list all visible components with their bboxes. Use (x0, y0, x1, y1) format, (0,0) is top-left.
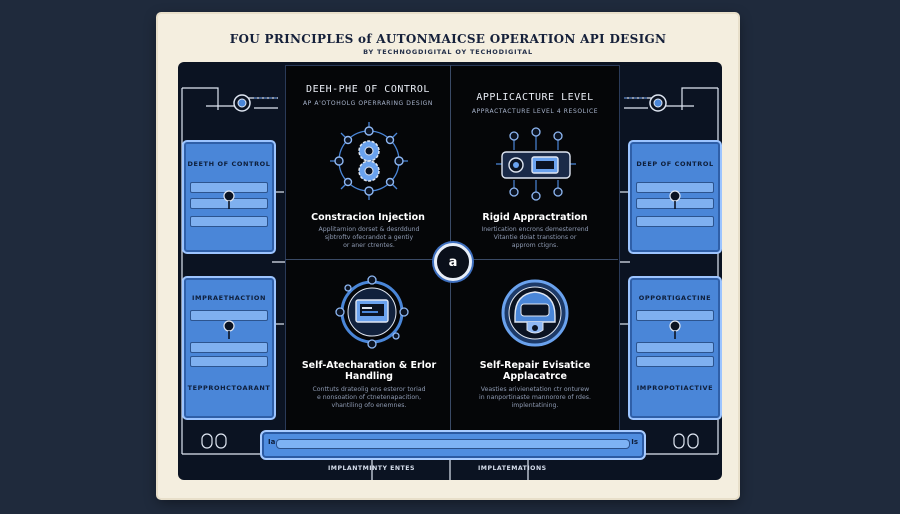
gear-cluster-icon (330, 122, 408, 200)
quadrant-1-subheading: AP A'OTOHOLG OPERRARING DESIGN (302, 100, 434, 107)
connector-node-icon (233, 94, 251, 112)
quadrant-2-title: Rigid Appractration (482, 212, 588, 223)
connector-node-icon (223, 320, 235, 339)
quadrant-1-description: Applitarnion dorset & desrddund sjbtroft… (318, 226, 420, 249)
poster-title: FOU PRINCIPLES of AUTONMAICSE OPERATION … (229, 32, 667, 46)
connector-node-icon (649, 94, 667, 112)
quadrant-2-subheading: APPRACTACTURE LEVEL 4 RESOLICE (471, 108, 599, 115)
side-panel-left-top: DEETH OF CONTROL (182, 140, 276, 254)
quadrant-3-description: Conttuts drateolig ens esteror toriad e … (312, 386, 426, 409)
bottom-label-right: IMPLATEMATIONS (478, 465, 547, 472)
quadrant-4-title: Self-Repair Evisatice Applacatrce (479, 360, 591, 382)
central-hub-icon: a (434, 243, 472, 281)
quadrant-2-description: Inertication encrons demesterrend Vitant… (481, 226, 589, 249)
workflow-nodes-icon (496, 127, 576, 201)
bar-end-left: Ia (268, 438, 276, 446)
lock-node-icon (335, 275, 409, 349)
monitor-icon (531, 156, 559, 174)
panel-row (190, 356, 268, 367)
helmet-shield-icon (501, 279, 569, 347)
quadrant-1-heading: DEEH-PHE OF CONTROL (306, 84, 430, 95)
quadrant-4-description: Veasties arivienetation ctr onturew in n… (479, 386, 591, 409)
panel-row (190, 342, 268, 353)
side-panel-right-bottom: OPPORTIGACTINE IMPROPOTIACTIVE (628, 276, 722, 420)
quadrant-1-title: Constracion Injection (311, 212, 425, 223)
panel-row (190, 216, 268, 227)
implementation-track (276, 439, 630, 449)
gear-icon (358, 140, 380, 182)
side-panel-right-top: DEEP OF CONTROL (628, 140, 722, 254)
connector-node-icon (669, 320, 681, 339)
monitor-icon (355, 299, 389, 323)
bar-end-right: Is (631, 438, 638, 446)
panel-row (636, 342, 714, 353)
side-panel-right-bottom-label-2: IMPROPOTIACTIVE (636, 384, 714, 392)
side-panel-left-bottom-label-2: TEPPROHCTOARANT (187, 384, 271, 392)
connector-node-icon (223, 190, 235, 209)
side-panel-left-top-label: DEETH OF CONTROL (187, 160, 271, 168)
quadrant-3-title: Self-Atecharation & Erlor Handling (301, 360, 437, 382)
poster-subtitle: BY TECHNOGDIGITAL OY TECHODIGITAL (363, 48, 533, 56)
panel-row (636, 356, 714, 367)
quadrant-2-heading: APPLICACTURE LEVEL (476, 92, 594, 103)
connector-node-icon (669, 190, 681, 209)
side-panel-left-bottom-label-1: IMPRAETHACTION (191, 294, 267, 302)
side-panel-left-bottom: IMPRAETHACTION TEPPROHCTOARANT (182, 276, 276, 420)
bottom-label-left: IMPLANTMINTY ENTES (328, 465, 415, 472)
side-panel-right-top-label: DEEP OF CONTROL (636, 160, 714, 168)
diagram-board: DEEH-PHE OF CONTROL AP A'OTOHOLG OPERRAR… (178, 62, 722, 480)
implementation-bar: Ia Is (260, 430, 646, 460)
panel-row (636, 216, 714, 227)
poster: FOU PRINCIPLES of AUTONMAICSE OPERATION … (158, 14, 738, 498)
side-panel-right-bottom-label-1: OPPORTIGACTINE (638, 294, 712, 302)
